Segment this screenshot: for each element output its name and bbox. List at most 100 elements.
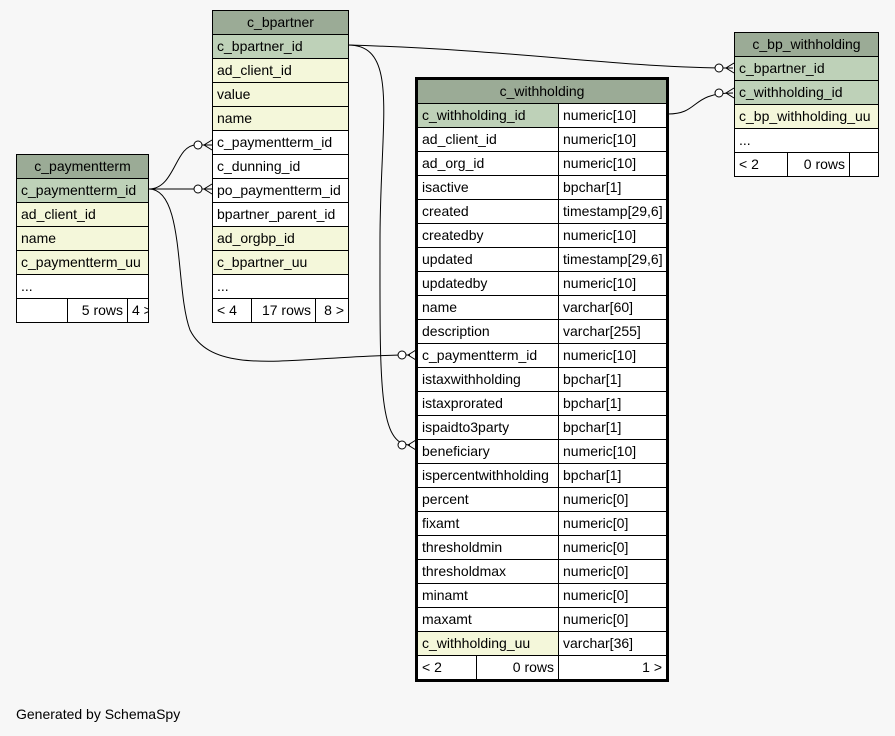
column-row-c-bpartner-id[interactable]: c_bpartner_id bbox=[213, 35, 348, 59]
column-row-c-bpartner-uu[interactable]: c_bpartner_uu bbox=[213, 251, 348, 275]
column-type: bpchar[1] bbox=[558, 368, 666, 391]
footer-parents-link[interactable]: < 2 bbox=[422, 659, 442, 675]
column-row-ad-client-id[interactable]: ad_client_id bbox=[213, 59, 348, 83]
column-name: c_withholding_uu bbox=[422, 635, 531, 651]
column-row-ad-client-id[interactable]: ad_client_id bbox=[17, 203, 148, 227]
column-type: timestamp[29,6] bbox=[558, 200, 666, 223]
column-row-c-bp-withholding-uu[interactable]: c_bp_withholding_uu bbox=[735, 105, 878, 129]
column-row-ellipsis[interactable]: ... bbox=[735, 129, 878, 153]
edge-bpartner-to-withholding-beneficiary bbox=[347, 44, 411, 446]
footer-children-link[interactable] bbox=[849, 153, 878, 176]
column-type: timestamp[29,6] bbox=[558, 248, 666, 271]
table-header[interactable]: c_paymentterm bbox=[17, 155, 148, 179]
column-name: c_paymentterm_id bbox=[217, 134, 333, 150]
column-name: value bbox=[217, 86, 251, 102]
column-row-istaxprorated[interactable]: istaxprorated bpchar[1] bbox=[418, 392, 666, 416]
column-name: c_paymentterm_uu bbox=[21, 254, 141, 270]
table-header[interactable]: c_withholding bbox=[418, 80, 666, 104]
column-row-c-bpartner-id[interactable]: c_bpartner_id bbox=[735, 57, 878, 81]
column-row-name[interactable]: name bbox=[17, 227, 148, 251]
column-name: updatedby bbox=[422, 275, 488, 291]
footer-row-count: 0 rows bbox=[787, 153, 849, 176]
column-name: ad_client_id bbox=[422, 131, 497, 147]
column-name: ... bbox=[21, 278, 33, 294]
column-row-ellipsis[interactable]: ... bbox=[213, 275, 348, 299]
edge-withholding-to-bp-withholding bbox=[667, 92, 734, 115]
column-name: name bbox=[21, 230, 57, 246]
column-row-name[interactable]: name bbox=[213, 107, 348, 131]
crowfoot-withholding-beneficiary bbox=[397, 439, 417, 451]
column-type: bpchar[1] bbox=[558, 392, 666, 415]
column-name: po_paymentterm_id bbox=[217, 182, 341, 198]
table-header[interactable]: c_bp_withholding bbox=[735, 33, 878, 57]
column-name: c_dunning_id bbox=[217, 158, 301, 174]
column-name: ispaidto3party bbox=[422, 419, 510, 435]
column-type: varchar[60] bbox=[558, 296, 666, 319]
column-row-updated[interactable]: updated timestamp[29,6] bbox=[418, 248, 666, 272]
edge-bpartner-to-bp-withholding bbox=[347, 44, 734, 69]
column-row-c-paymentterm-id[interactable]: c_paymentterm_id bbox=[17, 179, 148, 203]
table-header[interactable]: c_bpartner bbox=[213, 11, 348, 35]
column-row-po-paymentterm-id[interactable]: po_paymentterm_id bbox=[213, 179, 348, 203]
column-row-bpartner-parent-id[interactable]: bpartner_parent_id bbox=[213, 203, 348, 227]
column-row-ad-org-id[interactable]: ad_org_id numeric[10] bbox=[418, 152, 666, 176]
column-row-c-dunning-id[interactable]: c_dunning_id bbox=[213, 155, 348, 179]
column-row-value[interactable]: value bbox=[213, 83, 348, 107]
footer-children-link[interactable]: 1 > bbox=[558, 656, 666, 679]
column-name: istaxprorated bbox=[422, 395, 503, 411]
column-row-c-paymentterm-uu[interactable]: c_paymentterm_uu bbox=[17, 251, 148, 275]
footer-parents-link[interactable] bbox=[17, 299, 67, 322]
column-name: minamt bbox=[422, 587, 468, 603]
column-name: ad_org_id bbox=[422, 155, 485, 171]
column-name: createdby bbox=[422, 227, 484, 243]
column-name: updated bbox=[422, 251, 473, 267]
generated-by-credit: Generated by SchemaSpy bbox=[16, 706, 181, 722]
column-type: bpchar[1] bbox=[558, 464, 666, 487]
column-name: ... bbox=[217, 278, 229, 294]
column-name: c_withholding_id bbox=[739, 84, 843, 100]
column-row-ad-orgbp-id[interactable]: ad_orgbp_id bbox=[213, 227, 348, 251]
column-name: name bbox=[217, 110, 253, 126]
footer-children-link[interactable]: 4 > bbox=[127, 299, 148, 322]
footer-children-link[interactable]: 8 > bbox=[315, 299, 348, 322]
crowfoot-withholding-paymentterm bbox=[397, 349, 417, 361]
column-type: varchar[255] bbox=[558, 320, 666, 343]
column-row-c-withholding-id[interactable]: c_withholding_id bbox=[735, 81, 878, 105]
column-row-c-paymentterm-id[interactable]: c_paymentterm_id bbox=[213, 131, 348, 155]
footer-row-count: 5 rows bbox=[67, 299, 127, 322]
column-name: thresholdmin bbox=[422, 539, 503, 555]
footer-parents-link[interactable]: < 2 bbox=[739, 156, 759, 172]
column-type: numeric[0] bbox=[558, 560, 666, 583]
footer-parents-link[interactable]: < 4 bbox=[217, 302, 237, 318]
column-row-ellipsis[interactable]: ... bbox=[17, 275, 148, 299]
column-type: bpchar[1] bbox=[558, 176, 666, 199]
column-type: numeric[10] bbox=[558, 152, 666, 175]
